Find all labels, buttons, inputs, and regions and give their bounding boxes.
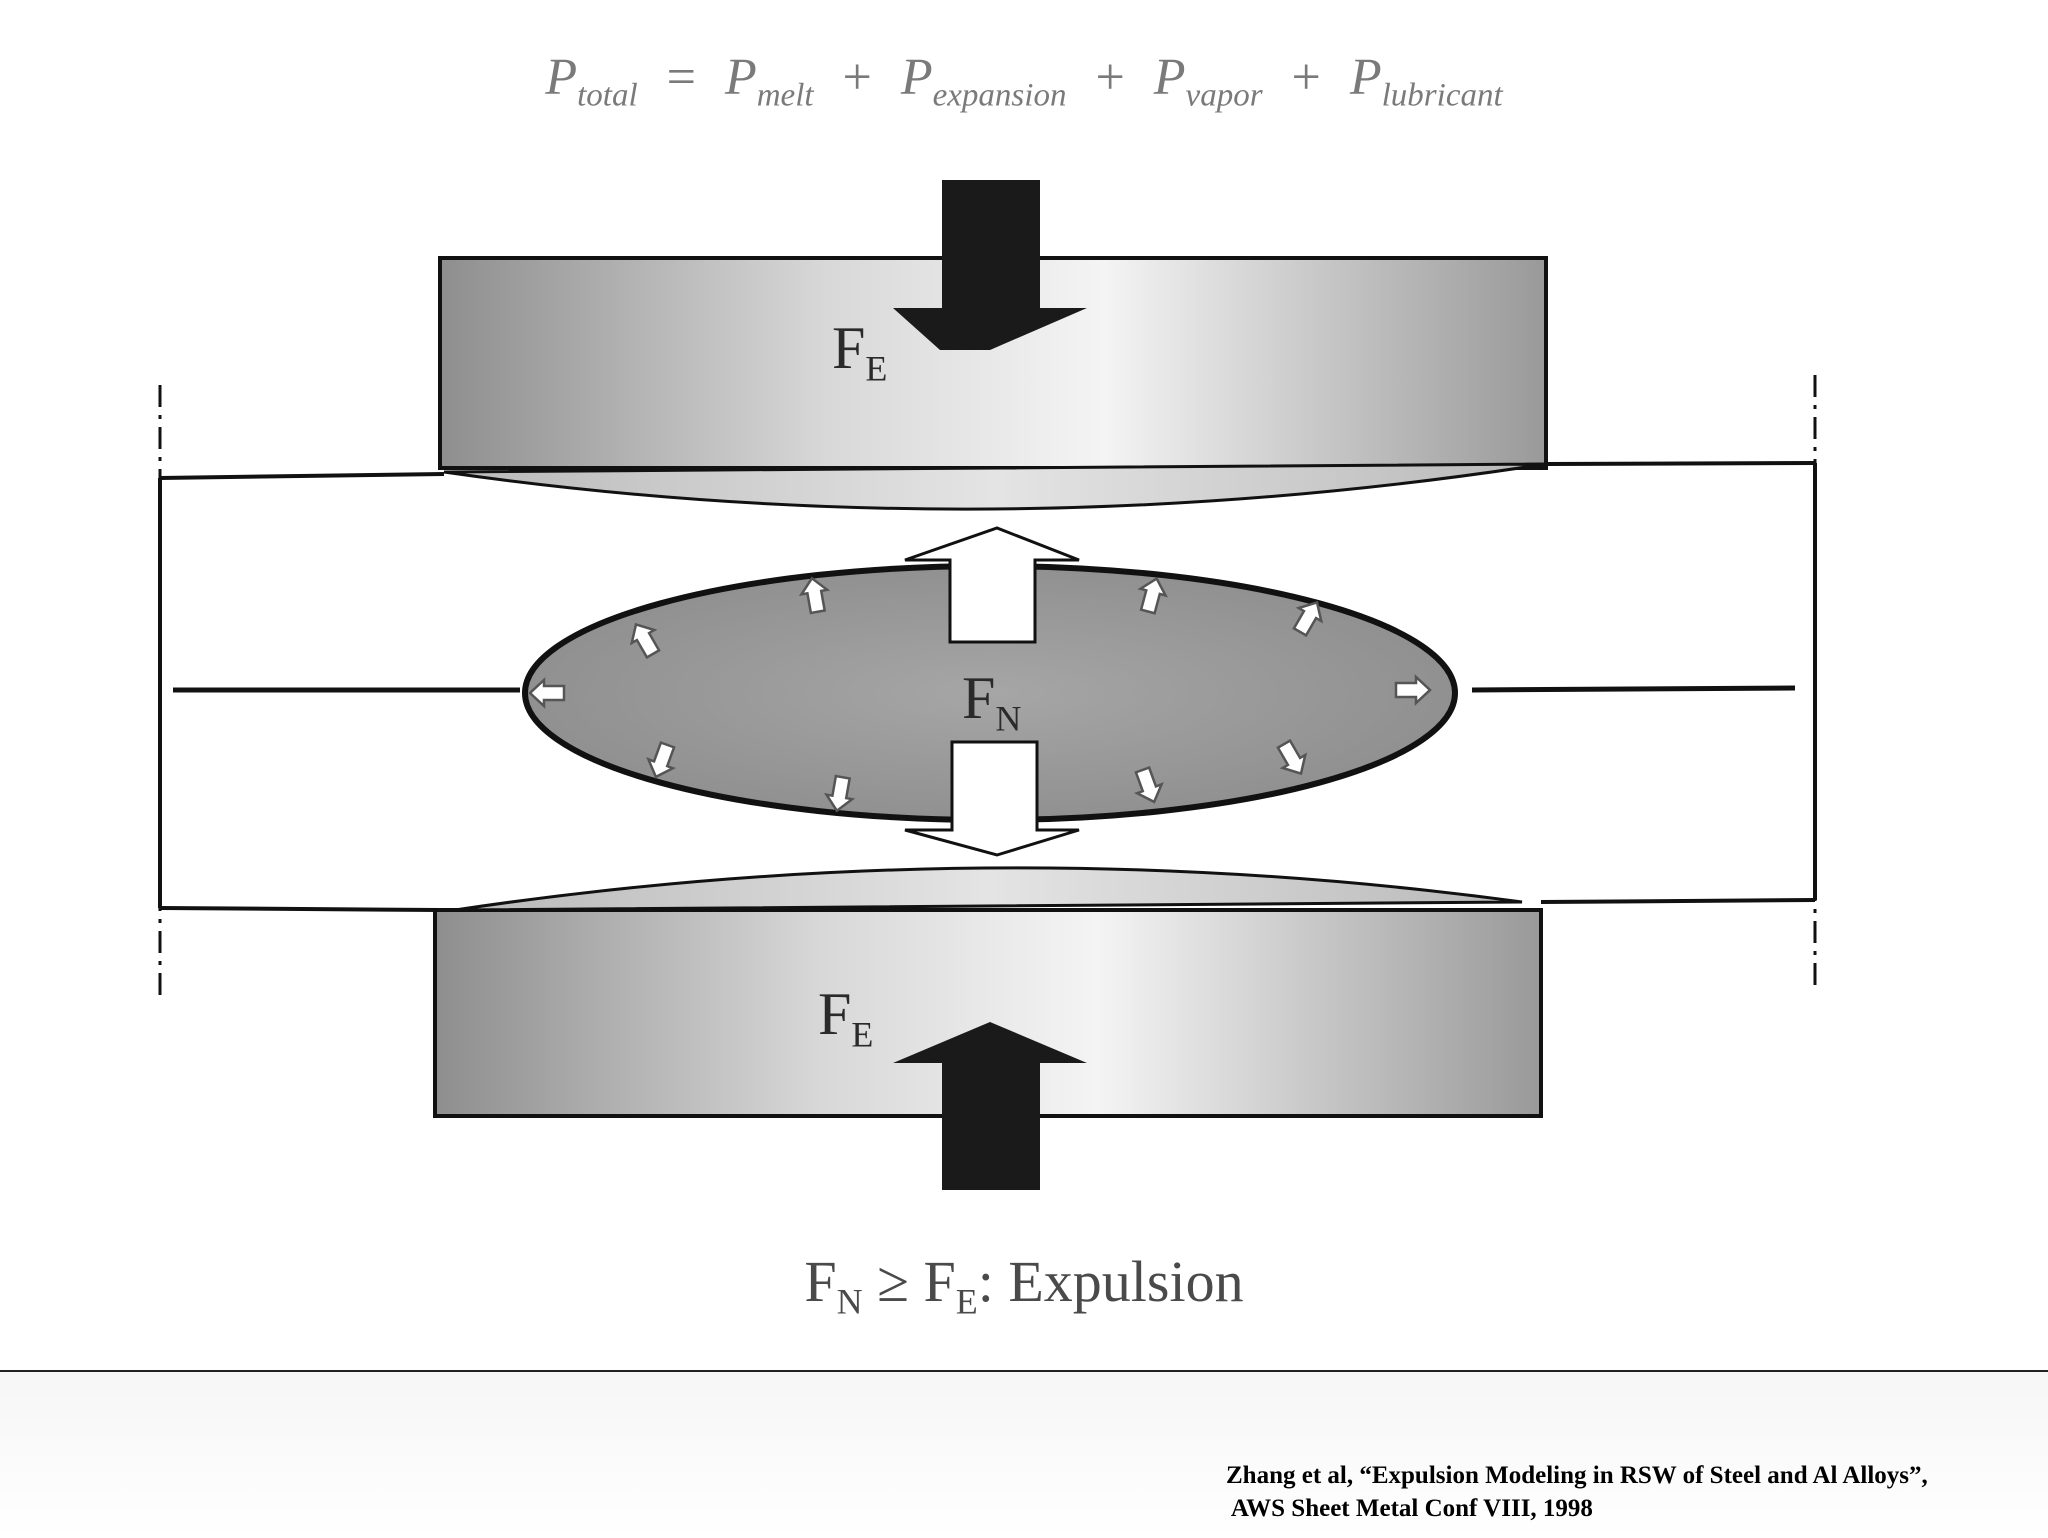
footer-bar [0, 1370, 2048, 1538]
centerline [158, 375, 1817, 1000]
plus-sign: + [1095, 49, 1125, 106]
top-indentation [443, 462, 1547, 511]
radial-arrow [1134, 765, 1164, 804]
p-melt: Pmelt [724, 49, 814, 114]
citation-line-2: AWS Sheet Metal Conf VIII, 1998 [1226, 1494, 1593, 1522]
plus-sign: + [1291, 49, 1321, 106]
expulsion-diagram [158, 180, 1817, 1190]
nugget-force-down-arrow [904, 740, 1080, 857]
bottom-indentation [454, 866, 1523, 912]
citation: Zhang et al, “Expulsion Modeling in RSW … [1226, 1460, 1928, 1525]
radial-pressure-arrows [528, 576, 1432, 813]
bottom-electrode-force-label: FE [818, 981, 874, 1055]
radial-arrow [1292, 600, 1324, 638]
top-electrode-force-label: FE [832, 315, 888, 389]
nugget-force-up-arrow [904, 526, 1080, 644]
faying-interface [173, 685, 1796, 693]
radial-arrow [798, 576, 831, 615]
top-electrode-force-arrow [893, 180, 1087, 350]
plus-sign: + [842, 49, 872, 106]
nugget-force-label: FN [962, 665, 1022, 739]
radial-arrow [646, 740, 676, 779]
p-vapor: Pvapor [1153, 49, 1263, 114]
radial-arrow [1394, 674, 1432, 706]
bottom-electrode-force-arrow [893, 1022, 1087, 1190]
p-expansion: Pexpansion [900, 49, 1067, 114]
pressure-equation: Ptotal = Pmelt + Pexpansion + Pvapor + P… [0, 48, 2048, 115]
citation-line-1: Zhang et al, “Expulsion Modeling in RSW … [1226, 1462, 1928, 1489]
radial-arrow [823, 774, 856, 813]
radial-arrow [1276, 738, 1308, 776]
equals-sign: = [666, 49, 696, 106]
expulsion-criterion: FN ≥ FE: Expulsion [804, 1249, 1244, 1322]
p-lubricant: Plubricant [1349, 49, 1503, 114]
radial-arrow [528, 677, 566, 709]
radial-arrow [1137, 576, 1169, 615]
radial-arrow [629, 622, 661, 660]
p-total: Ptotal [545, 49, 638, 114]
